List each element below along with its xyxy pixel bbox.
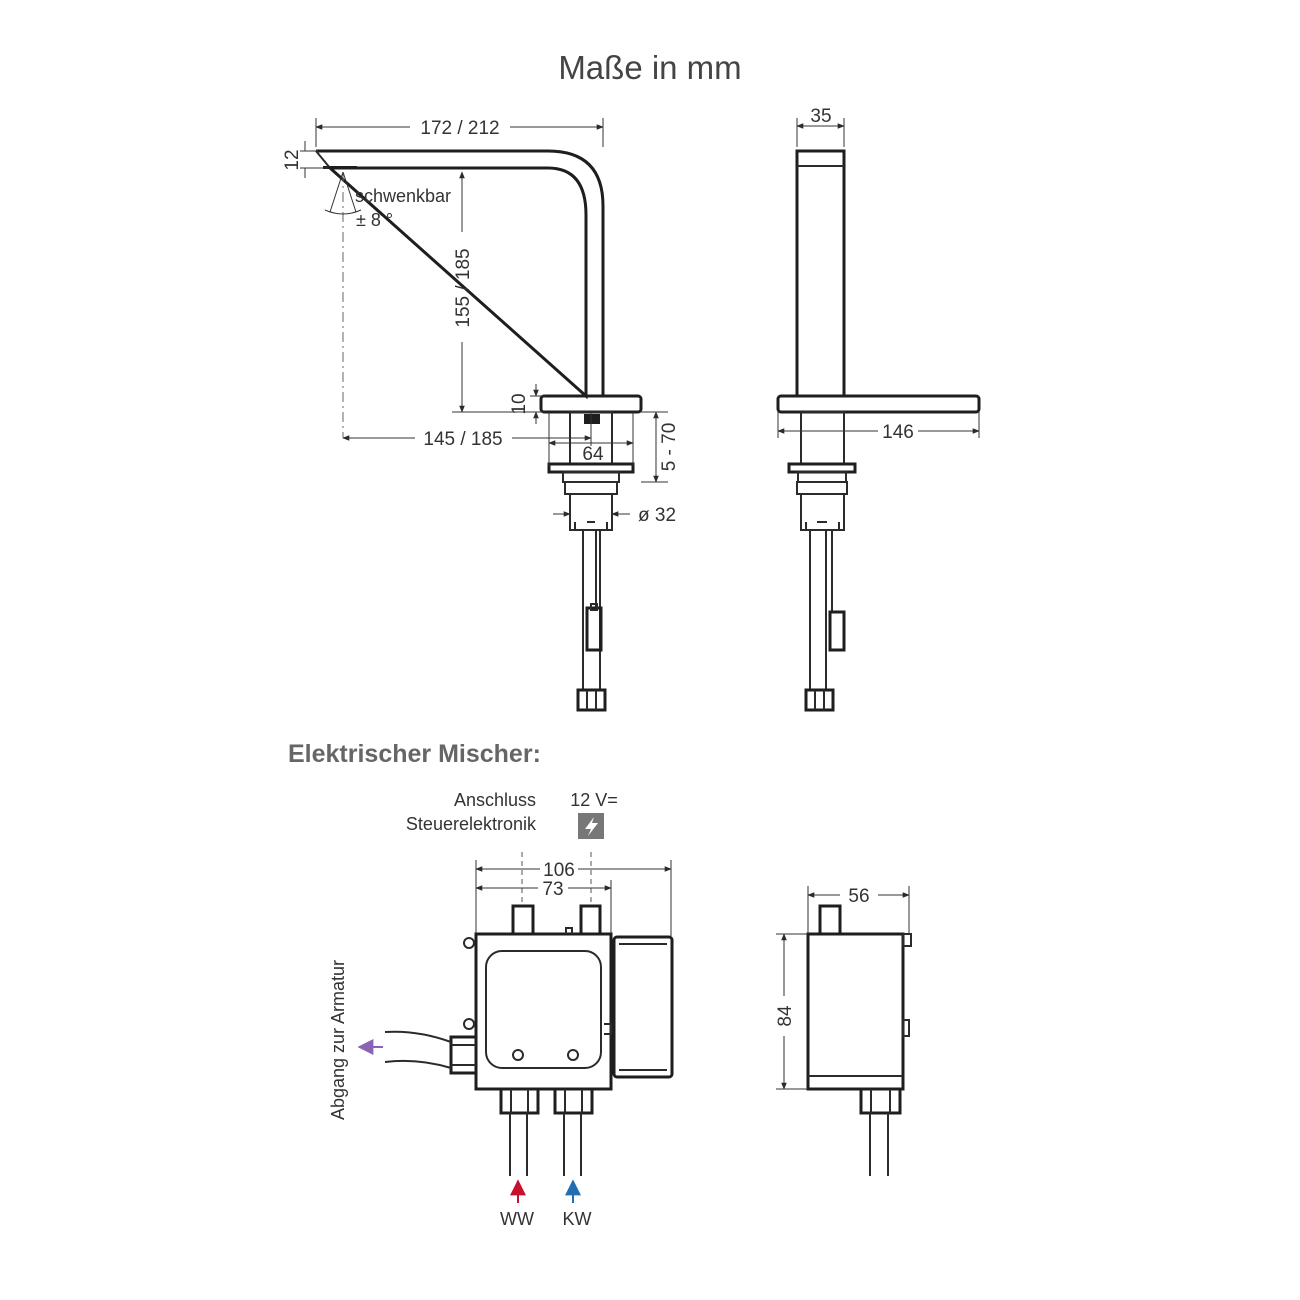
faucet-body-side — [795, 149, 846, 398]
voltage-label: 12 V= — [570, 790, 618, 810]
cold-inlet-fitting — [553, 1087, 594, 1115]
sensor-cable-plug-side — [828, 610, 846, 652]
outlet-label: Abgang zur Armatur — [328, 960, 348, 1120]
dim-overall-width: 106 — [543, 860, 575, 881]
dim-side-base: 146 — [882, 422, 914, 443]
dim-port-spacing: 73 — [542, 879, 563, 900]
faucet-side-view: 35 146 — [776, 106, 981, 712]
dim-depth: 56 — [848, 886, 869, 907]
cold-water-label: KW — [563, 1209, 592, 1229]
mounting-washer — [547, 462, 635, 474]
mixer-housing — [474, 932, 613, 1091]
dim-shank-diameter: ø 32 — [638, 505, 676, 526]
lightning-icon — [578, 813, 604, 839]
hose-fitting — [576, 688, 607, 712]
dim-base-width: 64 — [582, 444, 604, 465]
faucet-base-plate — [539, 394, 643, 414]
electronics-module — [612, 935, 674, 1079]
hot-inlet-fitting — [499, 1087, 540, 1115]
faucet-front-view: 172 / 212 12 schwenkbar ± 8 ° 155 / 185 … — [282, 118, 680, 712]
connection-label-line2: Steuerelektronik — [406, 814, 537, 834]
cable-port-right — [579, 904, 602, 936]
dim-spout-height: 155 / 185 — [453, 248, 474, 327]
mixer-front-view: Anschluss Steuerelektronik 12 V= 106 73 — [328, 790, 674, 1229]
page-title: Maße in mm — [558, 49, 741, 86]
cable-port-left — [511, 904, 535, 936]
dim-projection: 145 / 185 — [423, 429, 502, 450]
mixer-subtitle: Elektrischer Mischer: — [288, 740, 541, 768]
faucet-base-plate-side — [776, 394, 981, 414]
dim-base-height: 10 — [509, 393, 530, 414]
dim-side-width: 35 — [810, 106, 831, 127]
dim-spout-tip: 12 — [282, 149, 303, 170]
dim-height: 84 — [775, 1005, 796, 1027]
cable-port-side — [818, 904, 842, 936]
faucet-spout — [316, 149, 605, 400]
dim-deck-thickness: 5 - 70 — [659, 423, 680, 472]
connection-label-line1: Anschluss — [454, 790, 536, 810]
mixer-housing-side — [806, 932, 905, 1091]
sensor-cable-plug — [585, 606, 603, 652]
mixer-side-view: 56 84 — [775, 886, 912, 1176]
hot-water-label: WW — [500, 1209, 534, 1229]
swivel-label: schwenkbar — [355, 186, 451, 206]
dim-spout-length: 172 / 212 — [420, 118, 499, 139]
mixer-cover — [485, 950, 602, 1069]
swivel-angle: ± 8 ° — [356, 210, 393, 230]
outlet-fitting — [449, 1035, 478, 1075]
inlet-fitting-side — [859, 1087, 902, 1115]
